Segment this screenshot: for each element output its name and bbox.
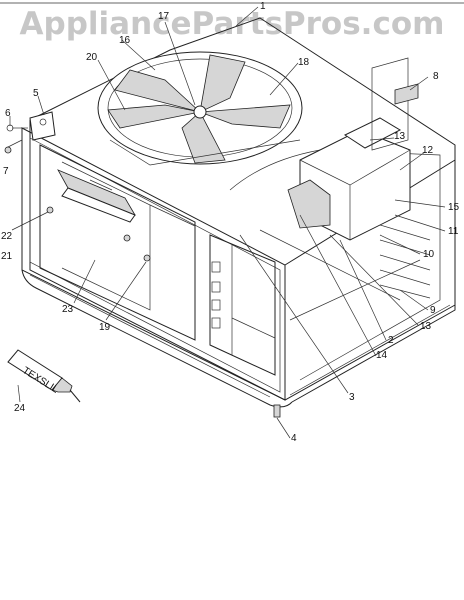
panel-slot-3 bbox=[211, 299, 221, 311]
leader-lines bbox=[9, 6, 446, 439]
callout-20: 20 bbox=[86, 52, 98, 63]
compressor-block bbox=[287, 117, 411, 241]
callout-11: 11 bbox=[448, 226, 459, 237]
callout-labels: 1 16 17 20 18 8 5 6 7 13 12 15 11 10 9 2… bbox=[1, 1, 460, 444]
label-plate bbox=[371, 57, 419, 151]
control-panel bbox=[209, 234, 276, 376]
callout-22: 22 bbox=[1, 231, 13, 242]
callout-5: 5 bbox=[33, 88, 39, 99]
callout-21: 21 bbox=[1, 251, 13, 262]
mounting-bracket bbox=[57, 169, 136, 223]
fan-hub bbox=[193, 105, 207, 119]
callout-24: 24 bbox=[14, 403, 26, 414]
callout-14: 14 bbox=[376, 350, 388, 361]
callout-6: 6 bbox=[5, 108, 11, 119]
callout-8: 8 bbox=[433, 71, 439, 82]
callout-13-bottom: 13 bbox=[420, 321, 432, 332]
callout-16: 16 bbox=[119, 35, 131, 46]
screw-22 bbox=[46, 206, 54, 214]
screw-19 bbox=[143, 254, 151, 262]
screw-7 bbox=[4, 146, 12, 154]
callout-15: 15 bbox=[448, 202, 460, 213]
panel-slot-1 bbox=[211, 261, 221, 273]
callout-3: 3 bbox=[349, 392, 355, 403]
panel-slot-2 bbox=[211, 281, 221, 293]
screw-extra bbox=[123, 234, 131, 242]
callout-7: 7 bbox=[3, 166, 9, 177]
rear-grille bbox=[379, 224, 431, 299]
callout-2: 2 bbox=[388, 335, 394, 346]
fan-assembly bbox=[97, 51, 303, 166]
foot-screw-4 bbox=[273, 404, 281, 418]
panel-slot-4 bbox=[211, 317, 221, 329]
callout-23: 23 bbox=[62, 304, 74, 315]
cabinet-shell bbox=[21, 17, 456, 408]
callout-10: 10 bbox=[423, 249, 435, 260]
callout-9: 9 bbox=[430, 305, 436, 316]
watermark: AppliancePartsPros.com bbox=[19, 6, 445, 42]
callout-12: 12 bbox=[422, 145, 434, 156]
callout-18: 18 bbox=[298, 57, 310, 68]
callout-1: 1 bbox=[260, 1, 266, 12]
hinge-bracket bbox=[4, 111, 56, 154]
callout-13-top: 13 bbox=[394, 131, 406, 142]
callout-4: 4 bbox=[291, 433, 297, 444]
callout-19: 19 bbox=[99, 322, 111, 333]
callout-17: 17 bbox=[158, 11, 170, 22]
